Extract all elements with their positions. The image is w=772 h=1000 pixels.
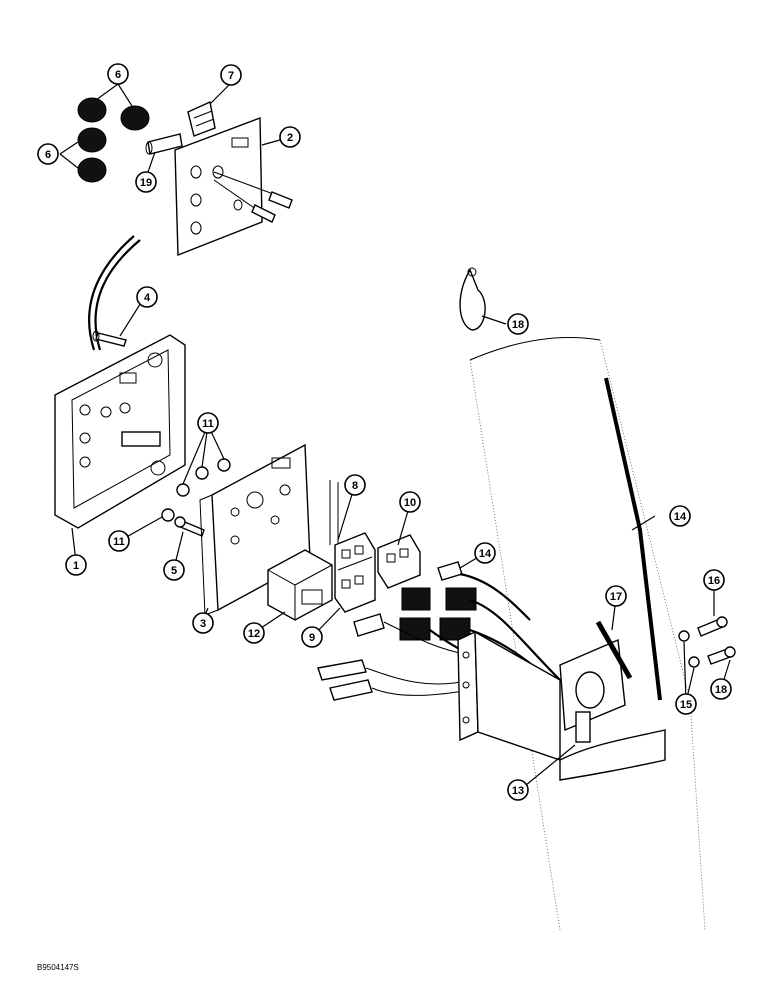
svg-text:7: 7 (228, 70, 234, 82)
cable-strap (459, 267, 486, 331)
screw (92, 330, 127, 347)
svg-text:8: 8 (352, 480, 358, 492)
svg-text:19: 19 (140, 177, 152, 189)
trim-strip (595, 377, 662, 701)
column-post (469, 337, 706, 931)
knobs (77, 97, 150, 183)
callout-5: 5 (163, 559, 185, 581)
relay (267, 549, 333, 621)
housing-box (54, 334, 186, 529)
callout-13: 13 (507, 779, 529, 801)
callout-12: 12 (243, 622, 265, 644)
callout-8: 8 (344, 474, 366, 496)
callout-6-left: 6 (37, 143, 59, 165)
svg-text:17: 17 (610, 591, 622, 603)
callout-11-lower: 11 (108, 530, 130, 552)
svg-text:18: 18 (715, 684, 727, 696)
callout-14-center: 14 (474, 542, 496, 564)
wiring-harness (399, 561, 561, 691)
lower-connectors (317, 613, 471, 701)
washers (678, 630, 700, 668)
callout-6-top: 6 (107, 63, 129, 85)
svg-text:14: 14 (479, 548, 492, 560)
callout-1: 1 (65, 554, 87, 576)
callout-18-top: 18 (507, 313, 529, 335)
callout-10: 10 (399, 491, 421, 513)
callout-14-right: 14 (669, 505, 691, 527)
svg-text:15: 15 (680, 699, 692, 711)
wire-leads (213, 171, 293, 223)
svg-text:2: 2 (287, 132, 293, 144)
clip-fastener (187, 100, 216, 137)
callout-19: 19 (135, 171, 157, 193)
callout-15: 15 (675, 693, 697, 715)
svg-text:6: 6 (45, 149, 51, 161)
harness-cable (94, 239, 141, 351)
svg-text:12: 12 (248, 628, 260, 640)
svg-text:1: 1 (73, 560, 79, 572)
callout-17: 17 (605, 585, 627, 607)
svg-text:9: 9 (309, 632, 315, 644)
pin-connector (145, 133, 183, 155)
bolts-right (697, 616, 736, 665)
svg-text:3: 3 (200, 618, 206, 630)
leader-lines (59, 83, 731, 791)
callout-11-upper: 11 (197, 412, 219, 434)
svg-text:6: 6 (115, 69, 121, 81)
switch-pair (329, 480, 376, 613)
valve-bracket (457, 630, 666, 781)
switch-plate (174, 116, 263, 257)
svg-text:13: 13 (512, 785, 524, 797)
svg-text:18: 18 (512, 319, 524, 331)
bolt (174, 516, 205, 537)
callout-16: 16 (703, 569, 725, 591)
switch-single (377, 534, 421, 589)
svg-text:14: 14 (674, 511, 687, 523)
figure-code: B9504147S (37, 963, 79, 972)
callout-4: 4 (136, 286, 158, 308)
callout-3: 3 (192, 612, 214, 634)
svg-text:4: 4 (144, 292, 151, 304)
callout-18-right: 18 (710, 678, 732, 700)
callout-9: 9 (301, 626, 323, 648)
svg-text:16: 16 (708, 575, 720, 587)
svg-text:11: 11 (202, 418, 214, 430)
callouts: 1 2 3 4 5 6 6 7 (37, 63, 732, 801)
callout-2: 2 (279, 126, 301, 148)
svg-text:11: 11 (113, 536, 125, 548)
callout-7: 7 (220, 64, 242, 86)
svg-text:5: 5 (171, 565, 177, 577)
svg-text:10: 10 (404, 497, 416, 509)
